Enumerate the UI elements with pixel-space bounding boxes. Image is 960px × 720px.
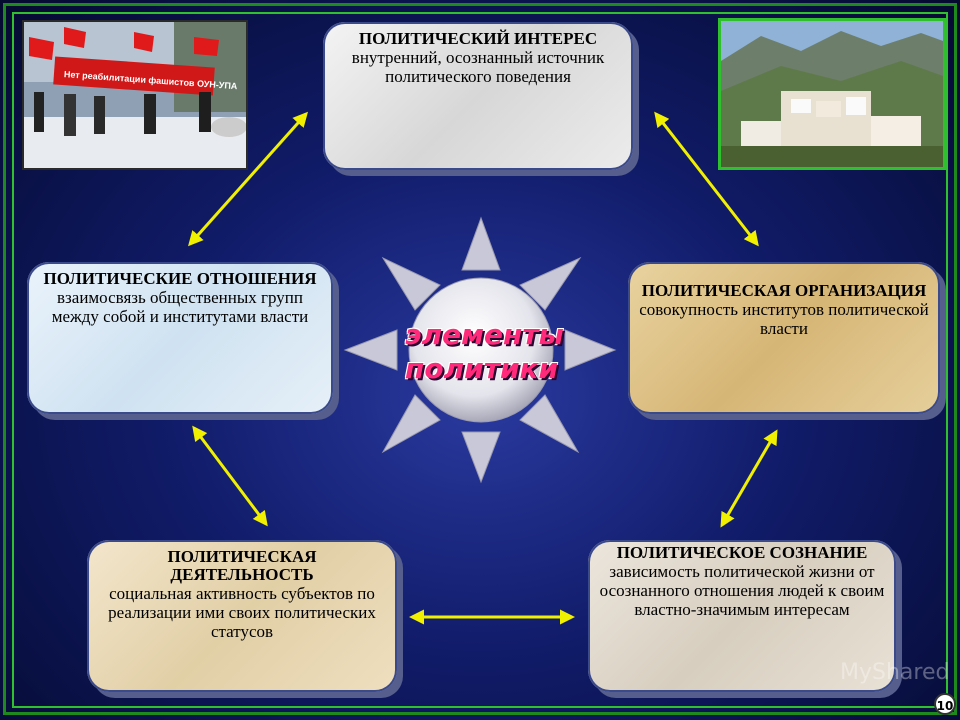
inner-frame <box>12 12 948 708</box>
node-description: социальная активность субъектов по реали… <box>108 584 376 641</box>
node-political-interest: ПОЛИТИЧЕСКИЙ ИНТЕРЕС внутренний, осознан… <box>323 22 633 170</box>
node-title: ПОЛИТИЧЕСКОЕ СОЗНАНИЕ <box>616 543 868 562</box>
node-political-activity: ПОЛИТИЧЕСКАЯ ДЕЯТЕЛЬНОСТЬ социальная акт… <box>87 540 397 692</box>
arrow-relations-activity <box>192 425 268 527</box>
watermark: MyShared <box>840 660 950 685</box>
node-title: ПОЛИТИЧЕСКИЙ ИНТЕРЕС <box>358 29 598 48</box>
node-description: взаимосвязь общественных групп между соб… <box>51 288 309 326</box>
node-description: совокупность институтов политической вла… <box>639 300 929 338</box>
sun-center <box>408 277 554 423</box>
ray-w <box>343 329 398 371</box>
node-political-organization: ПОЛИТИЧЕСКАЯ ОРГАНИЗАЦИЯ совокупность ин… <box>628 262 940 414</box>
node-political-consciousness: ПОЛИТИЧЕСКОЕ СОЗНАНИЕ зависимость полити… <box>588 540 896 692</box>
node-title: ПОЛИТИЧЕСКИЕ ОТНОШЕНИЯ <box>43 269 317 288</box>
ray-e <box>564 329 617 371</box>
arrow-interest-organization <box>654 111 759 247</box>
center-label-line2: политики <box>405 352 559 385</box>
ray-se <box>519 394 580 454</box>
outer-frame <box>3 3 957 715</box>
center-label: элементы политики <box>405 318 564 386</box>
node-title: ПОЛИТИЧЕСКАЯ ОРГАНИЗАЦИЯ <box>641 281 927 300</box>
node-political-relations: ПОЛИТИЧЕСКИЕ ОТНОШЕНИЯ взаимосвязь общес… <box>27 262 333 414</box>
arrow-organization-consciousness <box>720 429 778 528</box>
center-label-line1: элементы <box>405 318 564 351</box>
ray-nw <box>381 256 441 311</box>
ray-sw <box>381 394 441 454</box>
photo-town <box>718 18 946 170</box>
ray-n <box>461 216 501 271</box>
node-title: ПОЛИТИЧЕСКАЯ ДЕЯТЕЛЬНОСТЬ <box>167 547 317 584</box>
node-description: внутренний, осознанный источник политиче… <box>351 48 605 86</box>
page-number: 10 <box>934 693 956 715</box>
sun-rays <box>343 216 617 484</box>
node-description: зависимость политической жизни от осозна… <box>599 562 885 619</box>
ray-s <box>461 431 501 484</box>
ray-ne <box>519 256 582 311</box>
arrow-relations-interest <box>188 111 308 247</box>
